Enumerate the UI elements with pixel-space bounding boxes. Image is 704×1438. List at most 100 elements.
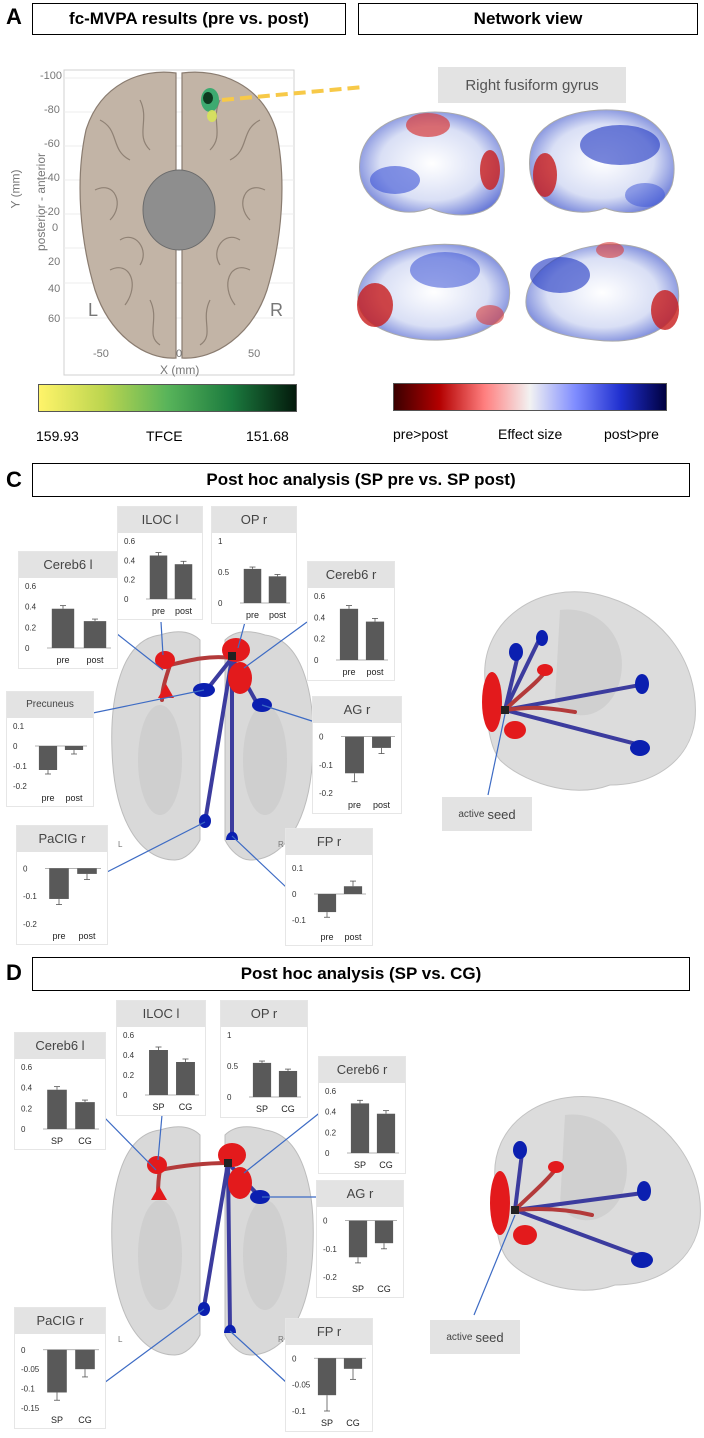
y-tick-label: 0 [124, 595, 129, 604]
bar-panel-title: Cereb6 l [19, 552, 117, 578]
category-label: post [65, 793, 83, 803]
y-tick-label: -0.1 [319, 761, 333, 770]
y-tick-label: 0.2 [124, 576, 136, 585]
panel-b-title: Network view [358, 3, 698, 35]
bar [243, 568, 262, 603]
bar [252, 1062, 272, 1097]
category-label: SP [256, 1104, 268, 1114]
bar [365, 621, 385, 660]
y-tick-label: 0.5 [227, 1062, 239, 1071]
y-tick-label: 0 [218, 599, 223, 608]
category-label: post [344, 932, 362, 942]
x-tick: 0 [176, 348, 183, 360]
hemisphere-right-label: R [270, 300, 283, 320]
bar-panel-title: FP r [286, 1319, 372, 1345]
bar [75, 1102, 95, 1129]
bar [345, 736, 364, 774]
category-label: post [269, 610, 287, 620]
hemisphere-left-label: L [118, 840, 123, 849]
y-tick-label: 0.6 [25, 582, 37, 591]
bar [51, 608, 75, 648]
y-tick-label: 1 [227, 1031, 232, 1040]
y-tick-label: -0.1 [23, 892, 37, 901]
y-tick: 60 [48, 313, 61, 325]
y-tick: 0 [52, 222, 59, 234]
category-label: pre [56, 655, 69, 665]
y-tick-label: -0.2 [13, 782, 27, 791]
y-tick-label: -0.15 [21, 1404, 40, 1413]
y-tick-label: 0 [292, 890, 297, 899]
y-tick-label: 1 [218, 537, 223, 546]
category-label: SP [354, 1160, 366, 1170]
category-label: CG [179, 1102, 193, 1112]
axial-brain-figure [63, 69, 360, 376]
y-tick-label: 0.2 [314, 635, 326, 644]
hemisphere-left-label: L [118, 1335, 123, 1344]
category-label: CG [281, 1104, 295, 1114]
bar [343, 1358, 363, 1369]
category-label: pre [52, 931, 65, 941]
y-tick-label: 0.2 [21, 1104, 33, 1113]
y-tick-label: -0.05 [21, 1365, 40, 1374]
bar-panel-title: Precuneus [7, 692, 93, 718]
category-label: SP [352, 1284, 364, 1294]
bar [343, 886, 363, 894]
y-tick-label: 0.2 [123, 1071, 135, 1080]
category-label: pre [348, 800, 361, 810]
y-tick-label: 0 [325, 1149, 330, 1158]
colorbar-min-label: 159.93 [36, 428, 79, 444]
panel-d-letter: D [6, 960, 22, 985]
y-tick: -80 [44, 104, 60, 116]
bar [77, 868, 97, 874]
y-tick-label: 0 [25, 644, 30, 653]
bar-panel-title: Cereb6 r [319, 1057, 405, 1083]
category-label: CG [377, 1284, 391, 1294]
hemisphere-right-label: R [278, 1335, 284, 1344]
y-tick: -20 [44, 206, 60, 218]
bar [47, 1089, 67, 1129]
y-tick-label: 0 [319, 733, 324, 742]
bar [47, 1349, 67, 1393]
y-tick-label: 0.4 [325, 1108, 337, 1117]
hemisphere-right-label: R [278, 840, 284, 849]
y-tick-label: 0 [23, 864, 28, 873]
bar [278, 1070, 298, 1097]
colorbar-max-label: 151.68 [246, 428, 289, 444]
panel-c-network-figure [87, 591, 696, 889]
tfce-colorbar [38, 384, 297, 412]
x-tick: -50 [93, 348, 109, 360]
y-tick-label: 0.6 [21, 1063, 33, 1072]
category-label: CG [379, 1160, 393, 1170]
bar [350, 1103, 370, 1153]
network-brains [357, 109, 680, 342]
bar [49, 868, 69, 899]
y-tick-label: 0.6 [314, 592, 326, 601]
effect-size-colorbar [393, 383, 667, 411]
y-tick-label: -0.1 [21, 1385, 35, 1394]
bar [376, 1113, 396, 1153]
category-label: post [175, 606, 193, 616]
category-label: pre [320, 932, 333, 942]
category-label: CG [78, 1415, 92, 1425]
y-tick-label: 0.2 [25, 623, 37, 632]
category-label: pre [152, 606, 165, 616]
panel-c-letter: C [6, 467, 22, 492]
y-axis-label: Y (mm) [8, 169, 23, 209]
